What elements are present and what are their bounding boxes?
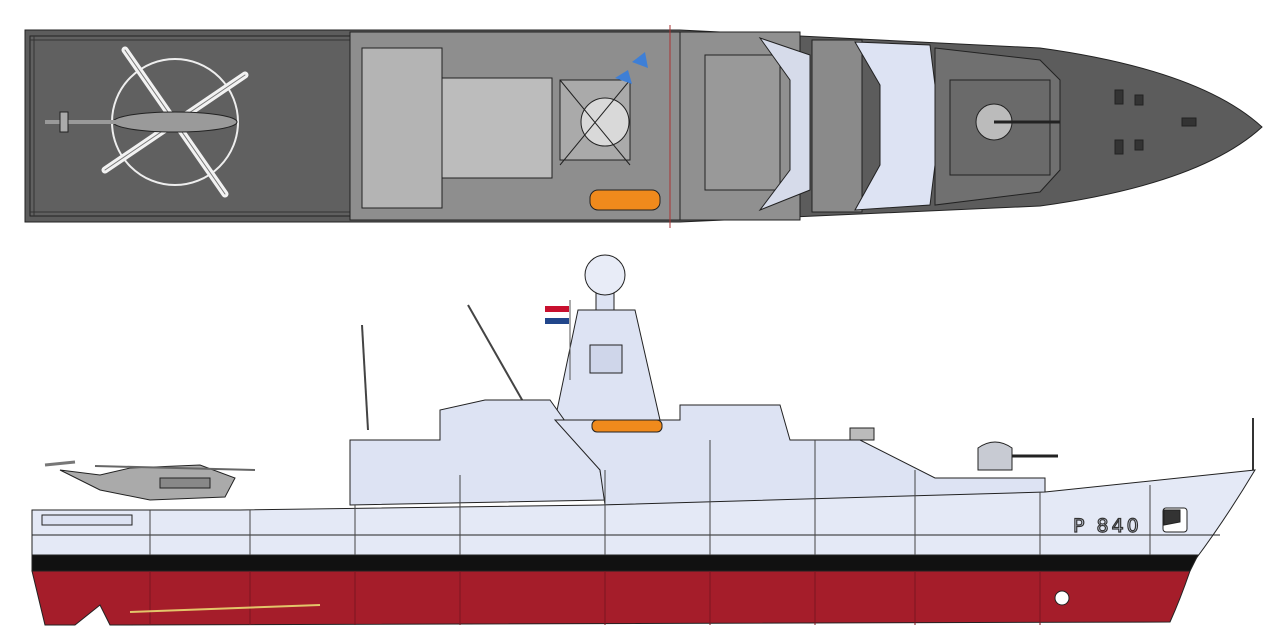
rhib-boat-plan xyxy=(589,189,661,211)
anchor-gear-plan xyxy=(1114,89,1197,155)
hull-number: P 840 xyxy=(1073,515,1142,537)
boot-topping xyxy=(31,554,1199,572)
bridge-superstructure xyxy=(553,404,1046,506)
propeller-shaft xyxy=(129,604,321,613)
mast-base-plan xyxy=(559,79,631,166)
plan-view xyxy=(24,25,1263,228)
hangar-superstructure xyxy=(349,399,606,506)
helicopter-profile-icon xyxy=(44,460,256,501)
hull-badge-icon xyxy=(1162,507,1188,533)
bridge-roof xyxy=(758,37,811,212)
profile-view: P 840 xyxy=(31,254,1256,626)
helideck-netting xyxy=(30,36,350,216)
netherlands-flag xyxy=(545,306,569,324)
frame-lines xyxy=(149,440,1151,555)
rhib-boat-profile xyxy=(591,419,663,433)
bow-thruster xyxy=(1054,590,1070,606)
antennas-plan xyxy=(615,52,648,84)
gun-turret-profile xyxy=(977,441,1058,471)
gun-turret-plan xyxy=(975,103,1060,141)
antifouling-hull xyxy=(31,570,1191,626)
helicopter-plan-icon xyxy=(45,46,249,198)
whip-antenna xyxy=(467,304,526,406)
